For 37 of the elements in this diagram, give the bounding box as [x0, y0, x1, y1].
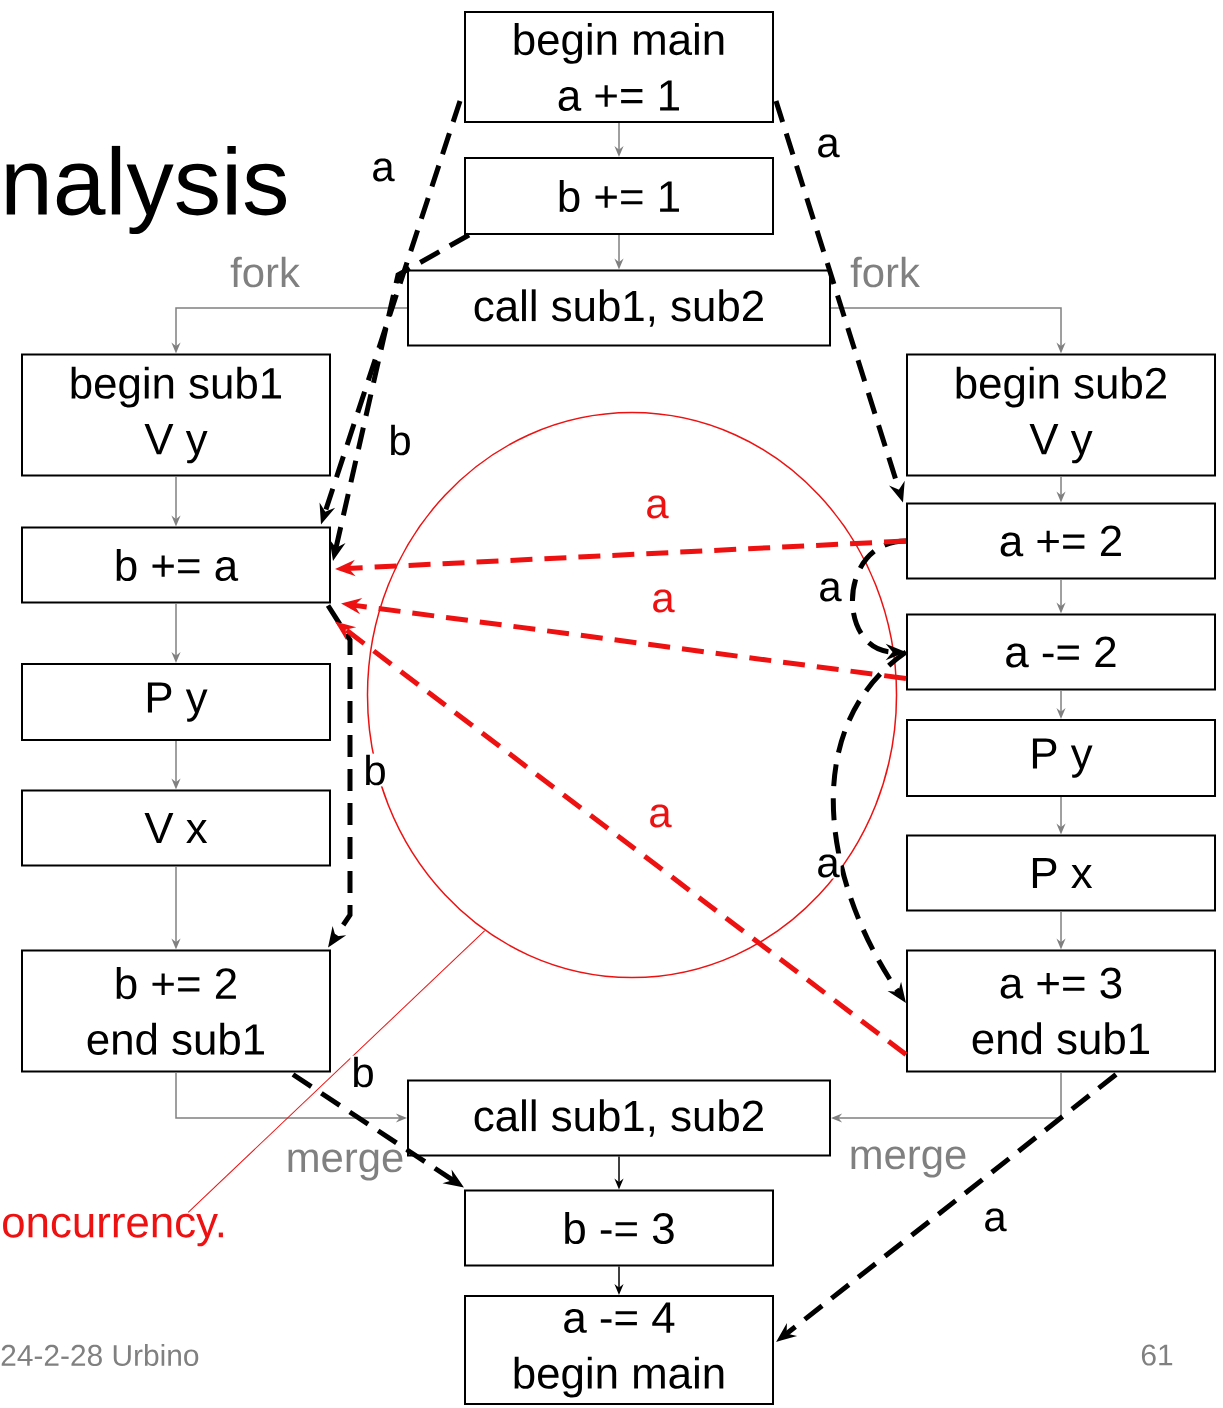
- process-box: begin main a += 1: [464, 11, 774, 123]
- process-box: b += 1: [464, 157, 774, 235]
- edge-label: b: [387, 423, 413, 457]
- process-box: a -= 2: [906, 613, 1216, 691]
- leader-line: [187, 930, 486, 1213]
- edge-label: fork: [849, 255, 921, 289]
- note-text: oncurrency.: [3, 1213, 223, 1247]
- process-box: b -= 3: [464, 1189, 774, 1267]
- edge-label: a: [817, 577, 843, 603]
- process-box: V x: [21, 789, 331, 867]
- edge-label: a: [815, 853, 841, 879]
- process-box: begin sub1 V y: [21, 353, 331, 477]
- process-box: call sub1, sub2: [407, 269, 831, 347]
- process-box: P y: [21, 663, 331, 741]
- process-box: call sub1, sub2: [407, 1079, 831, 1157]
- edge-label: b: [350, 1055, 376, 1089]
- process-box: begin sub2 V y: [906, 353, 1216, 477]
- process-box: a += 3 end sub1: [906, 949, 1216, 1073]
- process-box: b += a: [21, 526, 331, 604]
- edge-label: a: [982, 1207, 1008, 1233]
- process-box: P x: [906, 834, 1216, 912]
- edge-label: a: [644, 494, 670, 520]
- edge-label: a: [370, 157, 396, 183]
- edge-label: a: [650, 588, 676, 614]
- page-number: 61: [1141, 1344, 1173, 1366]
- slide-title: nalysis: [6, 145, 286, 235]
- process-box: a += 2: [906, 502, 1216, 580]
- process-box: a -= 4 begin main: [464, 1295, 774, 1405]
- footer-text: 24-2-28 Urbino: [1, 1344, 199, 1366]
- edge-label: b: [362, 753, 388, 787]
- process-box: P y: [906, 719, 1216, 797]
- edge-label: merge: [847, 1145, 969, 1179]
- edge-label: a: [815, 133, 841, 159]
- edge-label: merge: [284, 1148, 406, 1182]
- edge-label: fork: [229, 255, 301, 289]
- process-box: b += 2 end sub1: [21, 949, 331, 1073]
- edge-label: a: [647, 803, 673, 829]
